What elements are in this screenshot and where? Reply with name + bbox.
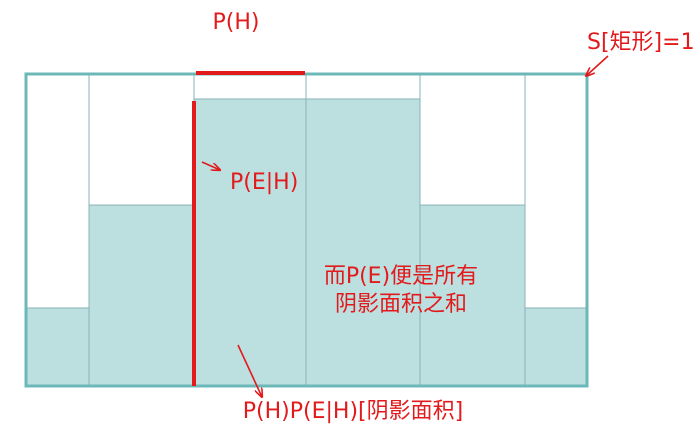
p-e-given-h-arrow (201, 161, 220, 170)
outer-rectangle (24, 72, 589, 388)
shaded-column-3 (193, 98, 307, 387)
shaded-column-2 (88, 204, 195, 387)
shaded-column-6 (524, 307, 588, 387)
shaded-column-5 (419, 204, 526, 387)
shaded-column-1 (25, 307, 90, 387)
bottom-label-arrow (237, 344, 262, 397)
p-h-label: P(H) (213, 10, 260, 35)
s-rect-label: S[矩形]=1 (587, 30, 695, 55)
shaded-column-4 (305, 98, 421, 387)
p-e-label-line1: 而P(E)便是所有 (324, 264, 478, 289)
s-rect-arrow (586, 55, 609, 76)
p-e-given-h-label: P(E|H) (230, 170, 298, 195)
p-e-label-line2: 阴影面积之和 (335, 292, 467, 317)
shaded-areas (25, 98, 588, 387)
bottom-label: P(H)P(E|H)[阴影面积] (243, 399, 463, 424)
